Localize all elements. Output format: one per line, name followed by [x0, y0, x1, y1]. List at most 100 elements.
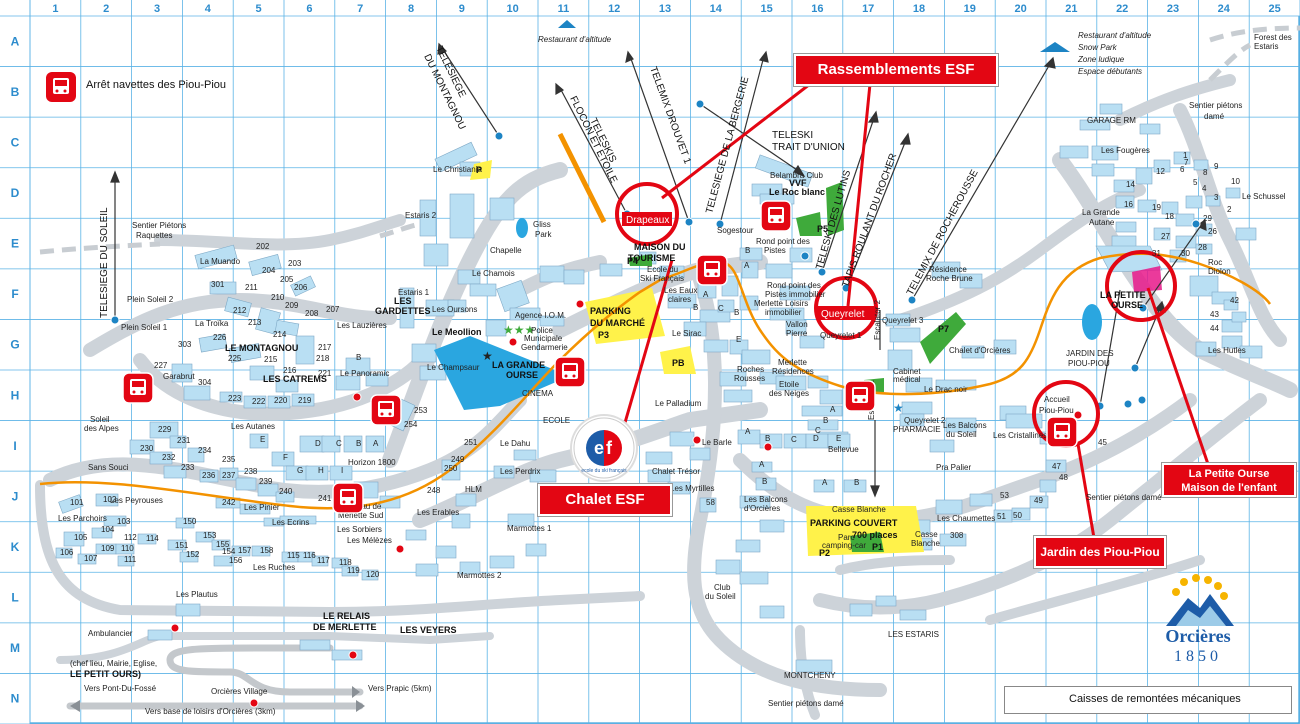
lift-label-soleil: TELESIEGE DU SOLEIL — [99, 207, 110, 318]
zone-label-p2: P2 — [819, 548, 830, 558]
building-number: 227 — [154, 361, 168, 370]
building — [813, 479, 835, 493]
building — [961, 345, 985, 359]
building — [1091, 145, 1119, 161]
place-label: Cabinet — [893, 367, 921, 376]
place-label: Garabrut — [163, 372, 195, 381]
grid-column-label: 7 — [357, 3, 363, 15]
building-number: 151 — [175, 541, 189, 550]
zone-p7 — [920, 312, 966, 364]
place-label: Les Chaumettes — [937, 514, 995, 523]
place-label: Résidences — [772, 367, 814, 376]
zone-label-grande-ourse: LA GRANDE — [492, 360, 545, 370]
building-number: 10 — [1231, 177, 1240, 186]
building-number: 208 — [305, 309, 319, 318]
grid-column-label: 23 — [1167, 3, 1179, 15]
building — [423, 243, 449, 267]
building — [993, 339, 1017, 355]
building — [689, 447, 711, 461]
building — [257, 483, 279, 497]
place-label: immobilier — [765, 308, 802, 317]
zone-camping — [850, 532, 884, 552]
building-number: 27 — [1161, 232, 1170, 241]
grid-column-label: 17 — [862, 3, 874, 15]
building-number: 28 — [1198, 243, 1207, 252]
zone-grande-ourse — [434, 336, 570, 410]
bus-stop-icon-window — [854, 389, 866, 395]
building-number: 2 — [1227, 205, 1232, 214]
building-letter: E — [836, 434, 841, 443]
building — [929, 439, 955, 453]
place-label: Le Schussel — [1242, 192, 1286, 201]
lift-dots — [110, 99, 1201, 411]
building — [1059, 145, 1089, 159]
building — [457, 269, 481, 285]
building — [513, 449, 537, 461]
place-label: MONTCHENY — [784, 671, 836, 680]
legend-cashier-label: Caisses de remontées mécaniques — [1069, 693, 1241, 705]
place-label: Chalet d'Orcières — [949, 346, 1011, 355]
place-label: Plein Soleil 1 — [121, 323, 168, 332]
building — [1205, 195, 1221, 207]
lift-label-flocon: FLOCON ET ETOILE — [567, 94, 619, 185]
grid-row-label: B — [11, 85, 20, 99]
building — [849, 603, 873, 617]
lift-label-trait: TELESKI — [772, 130, 813, 141]
building — [243, 395, 267, 409]
grid-row-label: A — [11, 34, 20, 48]
place-label: Le Champsaur — [427, 363, 480, 372]
building — [169, 435, 187, 449]
building — [525, 543, 547, 557]
place-label: La Muando — [200, 257, 241, 266]
building-letter: F — [283, 453, 288, 462]
place-label-bold: LE RELAIS — [323, 611, 370, 621]
bus-stop-icon — [760, 200, 792, 232]
bus-stop-icon — [332, 482, 364, 514]
grid-row-label: N — [11, 692, 20, 706]
lake-jardin — [1082, 304, 1102, 340]
building — [248, 253, 282, 277]
restaurant-note: Zone ludique — [1077, 55, 1125, 64]
building — [739, 247, 763, 261]
grid-column-label: 11 — [558, 3, 570, 15]
place-label: Les Oursons — [432, 305, 477, 314]
building — [187, 447, 205, 463]
building — [167, 539, 187, 551]
place-label: Club — [714, 583, 731, 592]
building — [945, 417, 977, 433]
legend-bus-stop-label: Arrêt navettes des Piou-Piou — [86, 79, 227, 91]
place-label-bold: Le Meollion — [432, 327, 482, 337]
building-number: 115 — [287, 551, 300, 560]
grid-row-label: L — [11, 591, 18, 605]
bus-stop-icon-wheel — [706, 272, 710, 276]
building — [343, 435, 363, 453]
place-label: Sans Souci — [88, 463, 129, 472]
forest-note: Estaris — [1254, 42, 1278, 51]
building-letter: A — [759, 460, 765, 469]
place-label: Queyrelet 3 — [882, 316, 924, 325]
grid-row-label: M — [10, 641, 20, 655]
building-number: 233 — [181, 463, 195, 472]
place-label: Ski Français — [640, 274, 684, 283]
building — [1113, 179, 1135, 193]
building — [195, 531, 215, 543]
building-letter: B — [734, 308, 739, 317]
building-number: 251 — [464, 438, 478, 447]
building — [779, 285, 811, 301]
building-number: 110 — [121, 544, 134, 553]
building — [699, 497, 717, 513]
zone-label-pb: PB — [672, 358, 685, 368]
building-letter: A — [373, 439, 379, 448]
place-label: Les Eaux — [664, 286, 697, 295]
place-label: Sentier piétons damé — [768, 699, 844, 708]
building-number: 109 — [101, 544, 115, 553]
bus-stop-icon-window — [132, 381, 144, 387]
building-letter: E — [736, 335, 741, 344]
building — [509, 307, 541, 321]
building-number: 14 — [1126, 180, 1135, 189]
building-number: 150 — [183, 517, 197, 526]
grid-row-label: G — [10, 338, 19, 352]
building — [434, 141, 478, 173]
place-label: La Troïka — [195, 319, 229, 328]
